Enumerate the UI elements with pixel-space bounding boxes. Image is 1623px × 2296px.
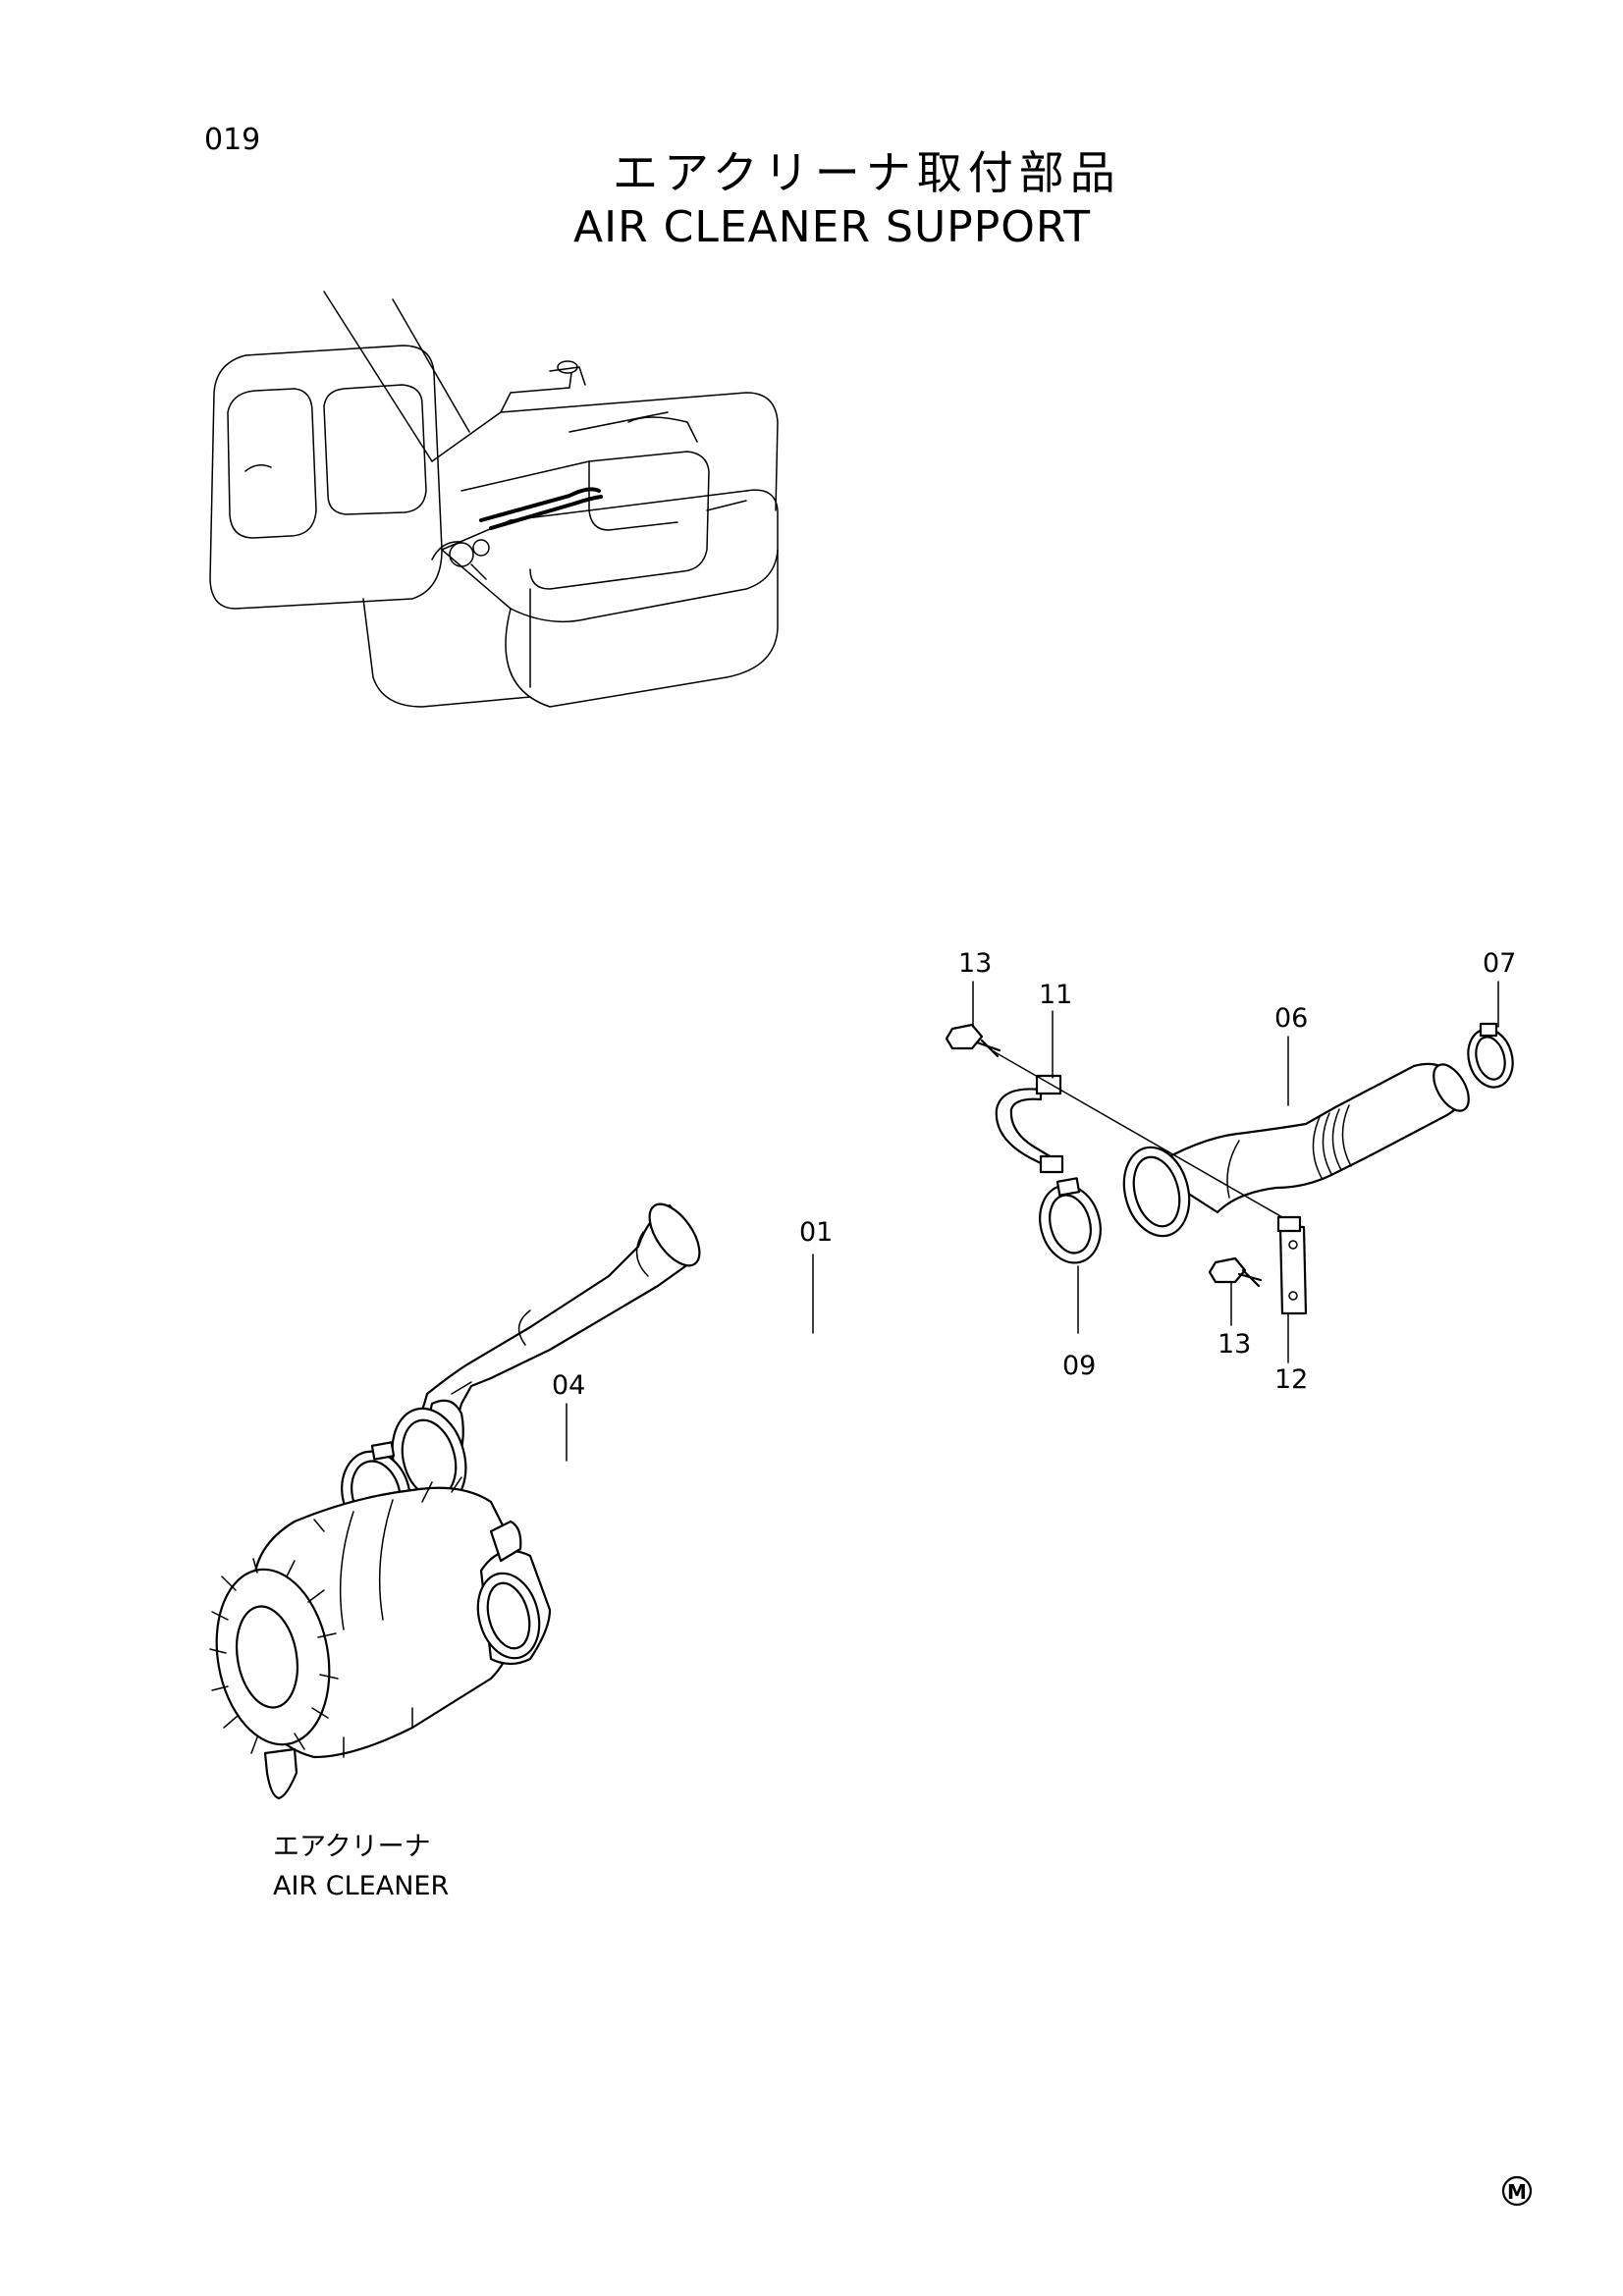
assembly-guide-line <box>991 1049 1283 1218</box>
air-cleaner-label-japanese: エアクリーナ <box>273 1832 431 1862</box>
title-english: AIR CLEANER SUPPORT <box>573 202 1091 252</box>
hose-06 <box>1122 1062 1470 1238</box>
air-cleaner-label-english: AIR CLEANER <box>273 1871 449 1901</box>
callout-04: 04 <box>552 1370 585 1401</box>
callout-06: 06 <box>1274 1003 1308 1034</box>
hose-01 <box>391 1202 701 1511</box>
callout-13-upper: 13 <box>958 948 992 979</box>
bolt-13-lower <box>1208 1256 1263 1288</box>
circled-m-mark: M <box>1501 2175 1533 2207</box>
bolt-13-upper <box>945 1023 1001 1058</box>
callout-01: 01 <box>799 1217 833 1248</box>
circled-m-letter: M <box>1507 2180 1527 2204</box>
bracket-12 <box>1276 1215 1308 1315</box>
callout-leaders <box>566 981 1499 1462</box>
clamp-07 <box>1467 1022 1514 1089</box>
bracket-11 <box>995 1074 1064 1174</box>
callout-12: 12 <box>1274 1364 1308 1395</box>
callout-09: 09 <box>1062 1351 1096 1381</box>
page-number: 019 <box>204 123 260 157</box>
machine-overview-sketch <box>209 291 779 708</box>
callout-13-lower: 13 <box>1217 1329 1251 1360</box>
title-japanese: エアクリーナ取付部品 <box>613 146 1121 199</box>
clamp-09 <box>1039 1177 1102 1264</box>
air-cleaner <box>209 1476 552 1800</box>
callout-11: 11 <box>1039 980 1072 1010</box>
callout-07: 07 <box>1483 948 1516 979</box>
